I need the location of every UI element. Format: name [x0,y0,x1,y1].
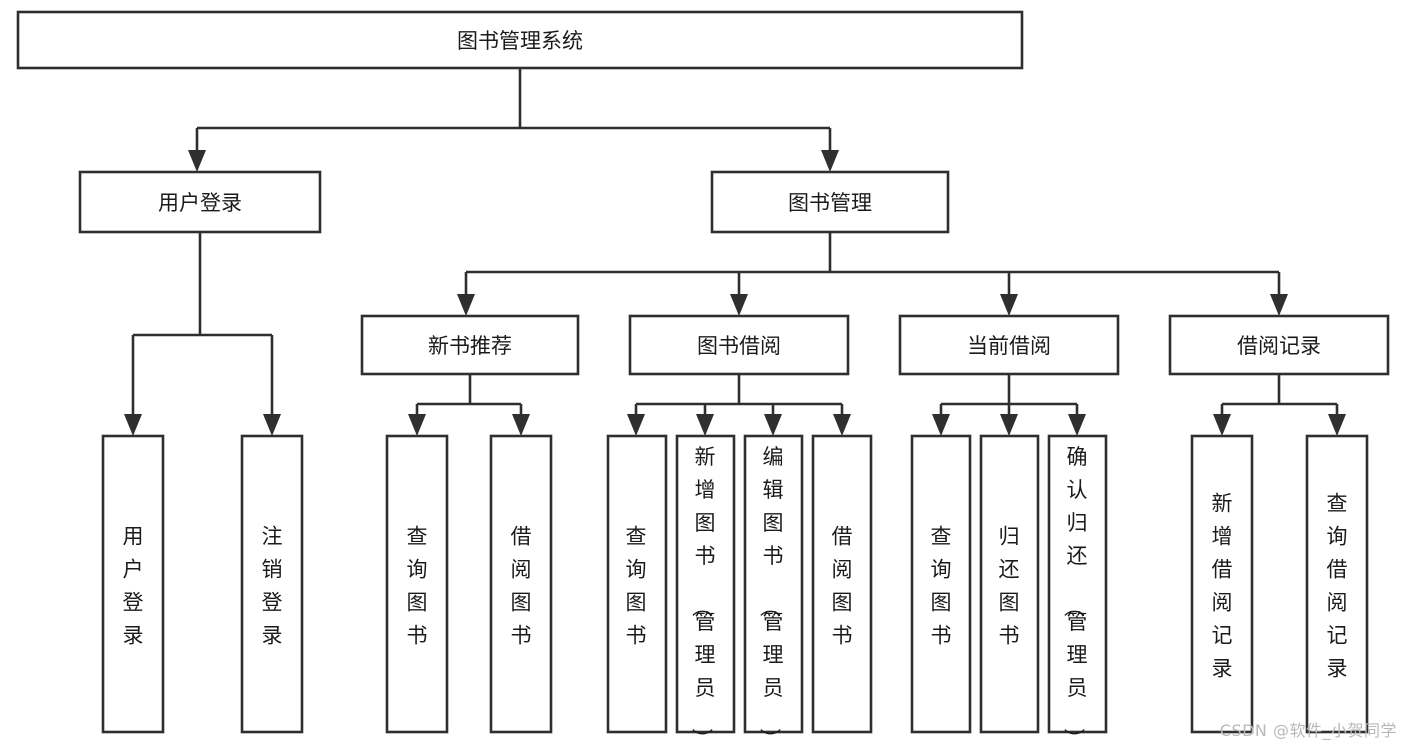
node-leaf-borrow-book-2-label: 借阅图书 [832,525,853,648]
node-leaf-confirm-return-label: 确认归还（管理员） [1062,445,1088,747]
arrow-head-borrow-record [1270,294,1288,316]
node-leaf-add-book[interactable]: 新增图书（管理员） [675,434,736,747]
node-leaf-user-login-box[interactable] [101,434,165,734]
node-book-manage[interactable]: 图书管理 [710,170,950,234]
node-new-book-rec-box[interactable] [360,314,580,376]
node-leaf-edit-book-label: 编辑图书（管理员） [758,445,784,747]
node-user-login-box[interactable] [78,170,322,234]
node-leaf-return-book-box[interactable] [979,434,1040,734]
node-leaf-add-record-label: 新增借阅记录 [1212,492,1233,681]
node-root[interactable]: 图书管理系统 [16,10,1024,70]
node-leaf-add-book-box[interactable] [675,434,736,734]
connector-group-new-book-rec [408,374,530,436]
node-leaf-query-book-3-box[interactable] [910,434,972,734]
node-leaf-query-book-1[interactable]: 查询图书 [385,434,449,734]
connector-group-user-login [124,232,281,436]
node-leaf-confirm-return-box[interactable] [1047,434,1108,734]
connector-group-book-borrow [627,374,851,436]
connector-group-current-borrow [932,374,1086,436]
node-leaf-user-login[interactable]: 用户登录 [101,434,165,734]
arrow-head-leaf-query-book-1 [408,414,426,436]
node-root-label: 图书管理系统 [457,29,583,53]
node-leaf-query-book-1-label: 查询图书 [407,525,428,648]
arrow-head-leaf-confirm-return [1068,414,1086,436]
node-leaf-confirm-return[interactable]: 确认归还（管理员） [1047,434,1108,747]
node-leaf-edit-book[interactable]: 编辑图书（管理员） [743,434,804,747]
node-book-manage-box[interactable] [710,170,950,234]
node-leaf-query-book-2-box[interactable] [606,434,668,734]
node-book-manage-label: 图书管理 [788,191,872,215]
node-leaf-logout-login-box[interactable] [240,434,304,734]
arrow-head-leaf-return-book [1000,414,1018,436]
node-current-borrow-label: 当前借阅 [967,334,1051,358]
node-leaf-borrow-book-1-box[interactable] [489,434,553,734]
node-new-book-rec-label: 新书推荐 [428,334,512,358]
node-leaf-query-book-1-box[interactable] [385,434,449,734]
connector-group-borrow-record [1213,374,1346,436]
node-leaf-query-record-box[interactable] [1305,434,1369,734]
node-borrow-record-box[interactable] [1168,314,1390,376]
node-leaf-logout-login-label: 注销登录 [262,525,283,648]
node-current-borrow[interactable]: 当前借阅 [898,314,1120,376]
arrow-head-book-manage [821,150,839,172]
arrow-head-new-book-rec [457,294,475,316]
node-current-borrow-box[interactable] [898,314,1120,376]
node-book-borrow[interactable]: 图书借阅 [628,314,850,376]
arrow-head-leaf-add-book [696,414,714,436]
node-leaf-return-book[interactable]: 归还图书 [979,434,1040,734]
node-leaf-borrow-book-1-label: 借阅图书 [511,525,532,648]
arrow-head-leaf-borrow-book-1 [512,414,530,436]
node-leaf-query-book-3[interactable]: 查询图书 [910,434,972,734]
node-borrow-record-label: 借阅记录 [1237,334,1321,358]
arrow-head-leaf-query-record [1328,414,1346,436]
node-book-borrow-box[interactable] [628,314,850,376]
node-leaf-query-record-label: 查询借阅记录 [1327,492,1348,681]
node-leaf-borrow-book-2[interactable]: 借阅图书 [811,434,873,734]
node-leaf-add-record[interactable]: 新增借阅记录 [1190,434,1254,734]
node-leaf-query-book-2[interactable]: 查询图书 [606,434,668,734]
node-leaf-query-book-2-label: 查询图书 [626,525,647,648]
node-leaf-borrow-book-2-box[interactable] [811,434,873,734]
arrow-head-leaf-query-book-3 [932,414,950,436]
node-user-login[interactable]: 用户登录 [78,170,322,234]
node-borrow-record[interactable]: 借阅记录 [1168,314,1390,376]
node-leaf-borrow-book-1[interactable]: 借阅图书 [489,434,553,734]
arrow-head-leaf-logout-login [263,414,281,436]
arrow-head-leaf-borrow-book-2 [833,414,851,436]
node-root-box[interactable] [16,10,1024,70]
arrow-head-book-borrow [730,294,748,316]
connector-group-root [188,68,839,172]
arrow-head-leaf-user-login [124,414,142,436]
node-leaf-return-book-label: 归还图书 [999,525,1020,648]
arrow-head-leaf-add-record [1213,414,1231,436]
arrow-head-current-borrow [1000,294,1018,316]
node-leaf-user-login-label: 用户登录 [123,525,144,648]
node-user-login-label: 用户登录 [158,191,242,215]
node-leaf-query-book-3-label: 查询图书 [931,525,952,648]
node-leaf-edit-book-box[interactable] [743,434,804,734]
arrow-head-leaf-query-book-2 [627,414,645,436]
arrow-head-user-login [188,150,206,172]
node-leaf-query-record[interactable]: 查询借阅记录 [1305,434,1369,734]
node-leaf-logout-login[interactable]: 注销登录 [240,434,304,734]
node-new-book-rec[interactable]: 新书推荐 [360,314,580,376]
node-leaf-add-book-label: 新增图书（管理员） [690,445,716,747]
connector-group-book-manage [457,232,1288,316]
arrow-head-leaf-edit-book [764,414,782,436]
node-leaf-add-record-box[interactable] [1190,434,1254,734]
node-book-borrow-label: 图书借阅 [697,334,781,358]
